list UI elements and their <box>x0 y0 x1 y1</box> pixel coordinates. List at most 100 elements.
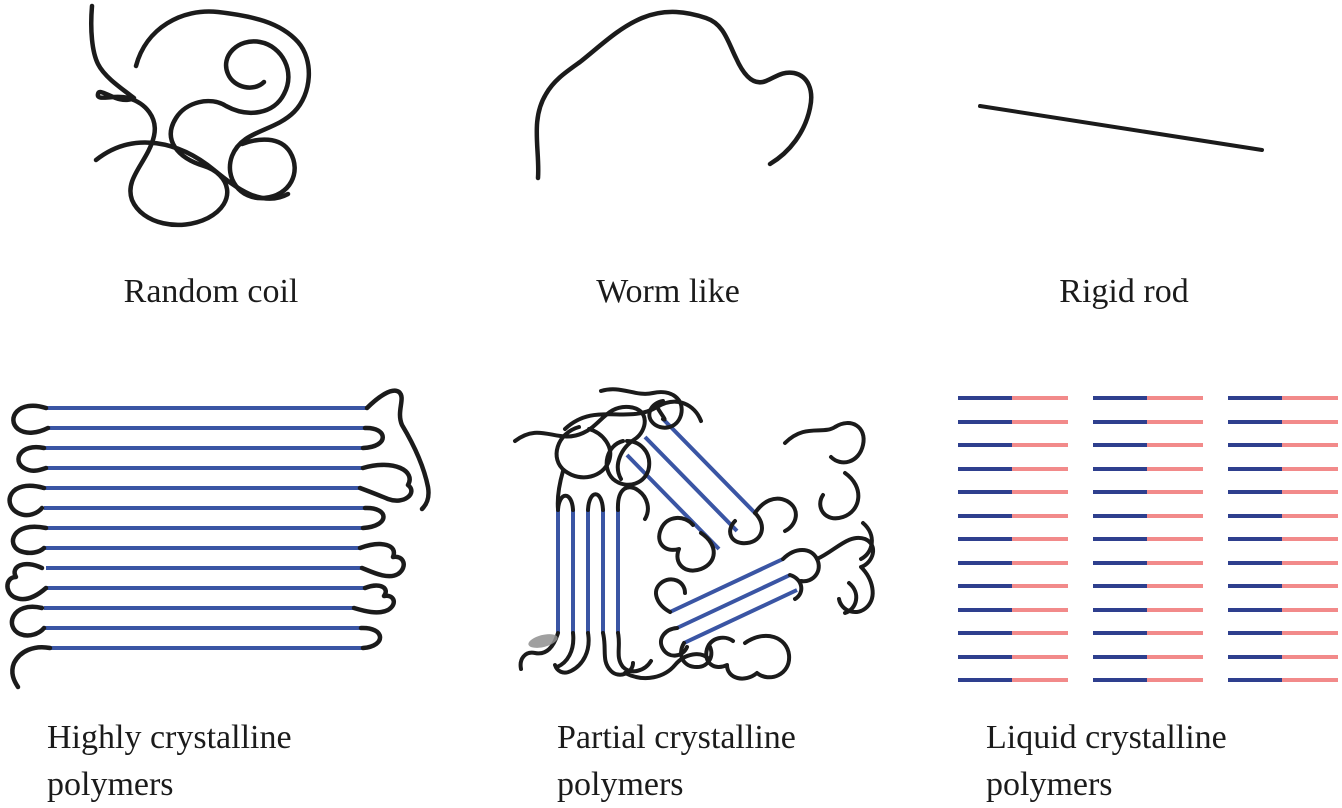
lc-rod <box>1228 654 1338 659</box>
lc-rod <box>1228 537 1338 541</box>
lc-rod-blue-half <box>1093 396 1147 400</box>
lc-rod-salmon-half <box>1281 560 1338 565</box>
lc-rod-salmon-half <box>1146 654 1203 659</box>
lc-rod-salmon-half <box>1011 654 1068 659</box>
lc-rod <box>1228 560 1338 565</box>
lc-rod <box>1228 419 1338 424</box>
lc-rod-blue-half <box>1228 396 1282 400</box>
lc-rod-blue-half <box>958 490 1012 494</box>
lc-rod-blue-half <box>1093 560 1147 565</box>
lc-rod-salmon-half <box>1146 396 1203 400</box>
lc-rod <box>958 513 1068 518</box>
partial-crystalline-label: Partial crystalline polymers <box>557 719 796 803</box>
lc-rod <box>958 490 1068 494</box>
highly-crystalline-drawing <box>5 388 431 690</box>
lc-rod <box>958 584 1068 588</box>
lc-rod-salmon-half <box>1281 443 1338 447</box>
lc-rod-salmon-half <box>1146 513 1203 518</box>
lc-rod <box>1228 396 1338 400</box>
lc-rod-salmon-half <box>1281 654 1338 659</box>
lc-rod-salmon-half <box>1281 631 1338 635</box>
highly-crystalline-label: Highly crystalline polymers <box>47 719 292 803</box>
lc-rod-blue-half <box>1093 654 1147 659</box>
lc-rod-salmon-half <box>1011 490 1068 494</box>
rigid-rod-drawing <box>978 104 1264 152</box>
lc-rod-blue-half <box>958 584 1012 588</box>
lc-rod-salmon-half <box>1281 584 1338 588</box>
lc-rod-blue-half <box>1093 466 1147 471</box>
lc-rod-salmon-half <box>1011 560 1068 565</box>
lc-rod <box>1228 513 1338 518</box>
lc-rod-salmon-half <box>1011 443 1068 447</box>
lc-rod <box>958 537 1068 541</box>
lc-rod-salmon-half <box>1146 631 1203 635</box>
lc-rod-salmon-half <box>1146 607 1203 612</box>
liquid-crystalline-grid <box>958 396 1338 682</box>
lc-rod-blue-half <box>958 537 1012 541</box>
lc-rod-blue-half <box>958 419 1012 424</box>
rigid-rod-label: Rigid rod <box>1059 273 1189 310</box>
lc-column <box>1228 396 1338 682</box>
lc-rod-salmon-half <box>1011 396 1068 400</box>
lc-rod-salmon-half <box>1146 419 1203 424</box>
worm-like-drawing <box>534 9 814 181</box>
lc-rod <box>1228 443 1338 447</box>
lc-rod <box>1093 490 1203 494</box>
lc-rod-blue-half <box>1228 584 1282 588</box>
lc-rod <box>958 631 1068 635</box>
lc-rod <box>1093 443 1203 447</box>
liquid-crystalline-label: Liquid crystalline polymers <box>986 719 1227 803</box>
lc-rod-salmon-half <box>1281 678 1338 682</box>
lc-rod-salmon-half <box>1281 419 1338 424</box>
lc-rod <box>958 678 1068 682</box>
lc-rod <box>958 607 1068 612</box>
lc-rod-salmon-half <box>1281 607 1338 612</box>
lc-rod <box>958 419 1068 424</box>
lc-rod-blue-half <box>958 607 1012 612</box>
lc-rod-blue-half <box>1093 490 1147 494</box>
partial-crystalline-drawing <box>513 387 876 681</box>
lc-rod-salmon-half <box>1146 584 1203 588</box>
lc-rod-blue-half <box>1093 584 1147 588</box>
lc-rod <box>1228 631 1338 635</box>
lc-rod-blue-half <box>958 513 1012 518</box>
lc-rod <box>1228 607 1338 612</box>
lc-rod-salmon-half <box>1011 419 1068 424</box>
lc-rod-salmon-half <box>1281 466 1338 471</box>
lc-rod <box>1093 560 1203 565</box>
lc-rod-blue-half <box>1093 443 1147 447</box>
lc-rod <box>958 560 1068 565</box>
lc-rod-blue-half <box>958 396 1012 400</box>
lc-rod-blue-half <box>958 631 1012 635</box>
lc-rod-salmon-half <box>1146 537 1203 541</box>
lc-rod-salmon-half <box>1146 490 1203 494</box>
lc-rod-blue-half <box>1228 490 1282 494</box>
lc-rod-salmon-half <box>1011 607 1068 612</box>
chain-end-smudge <box>528 634 558 648</box>
lc-rod-salmon-half <box>1011 466 1068 471</box>
lc-rod-salmon-half <box>1011 584 1068 588</box>
lc-rod-blue-half <box>1228 537 1282 541</box>
lc-rod-salmon-half <box>1011 537 1068 541</box>
lc-rod <box>1228 466 1338 471</box>
lc-rod-salmon-half <box>1146 466 1203 471</box>
lc-rod-salmon-half <box>1281 396 1338 400</box>
lc-rod-blue-half <box>958 654 1012 659</box>
lc-rod <box>1228 584 1338 588</box>
lc-rod <box>1093 419 1203 424</box>
random-coil-label: Random coil <box>123 273 299 310</box>
lc-rod <box>1093 396 1203 400</box>
lc-rod-blue-half <box>1228 443 1282 447</box>
lc-rod-blue-half <box>1228 560 1282 565</box>
lc-rod-blue-half <box>1228 419 1282 424</box>
lc-rod <box>958 396 1068 400</box>
lc-rod-blue-half <box>958 560 1012 565</box>
lc-rod <box>1093 513 1203 518</box>
lc-rod <box>1093 537 1203 541</box>
lc-rod <box>1093 607 1203 612</box>
lc-rod <box>1228 678 1338 682</box>
lc-rod-blue-half <box>1228 607 1282 612</box>
lc-rod <box>1228 490 1338 494</box>
lc-rod-blue-half <box>958 466 1012 471</box>
